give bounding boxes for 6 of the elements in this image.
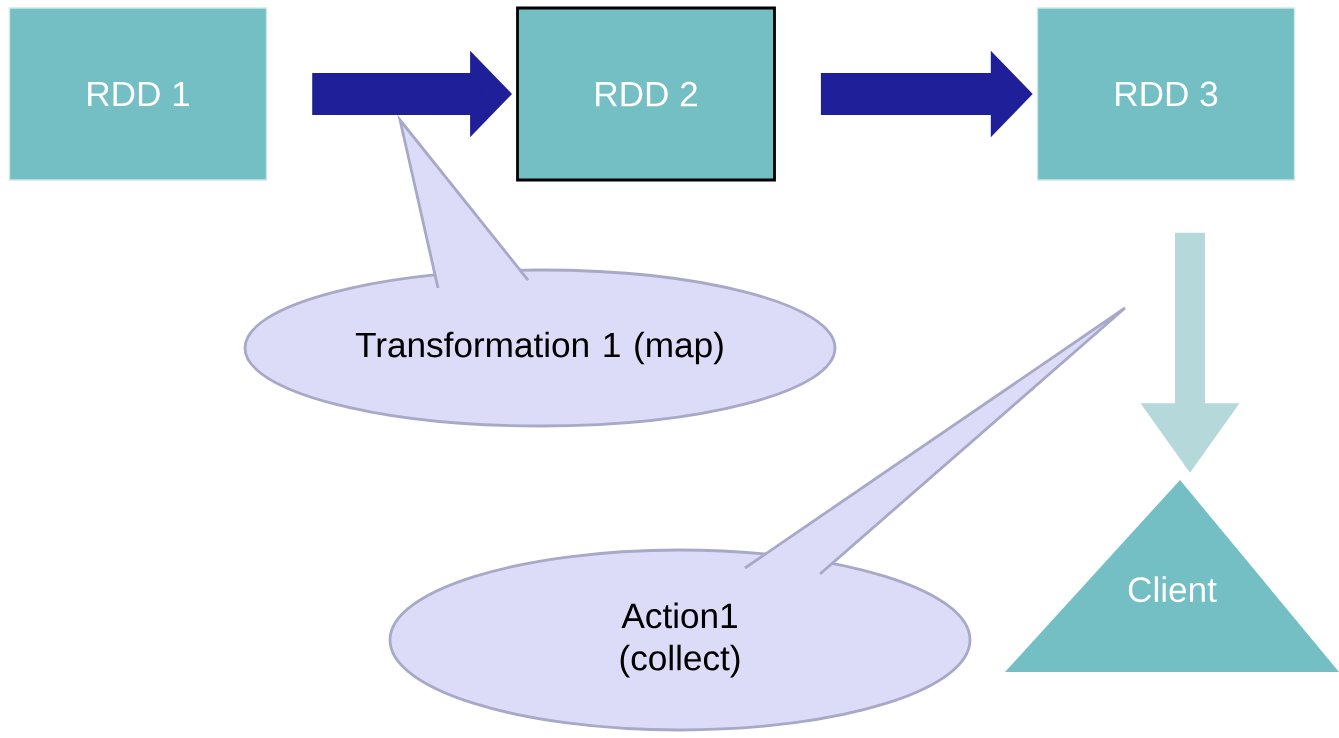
process-box: RDD 3 bbox=[1036, 7, 1296, 181]
client-triangle: Client bbox=[1005, 480, 1339, 672]
process-box: RDD 1 bbox=[8, 7, 268, 181]
speech-bubble: Transformation 1 (map) bbox=[243, 114, 837, 428]
node-label: Action1 (collect) bbox=[620, 602, 740, 678]
process-box: RDD 2 bbox=[516, 6, 776, 182]
